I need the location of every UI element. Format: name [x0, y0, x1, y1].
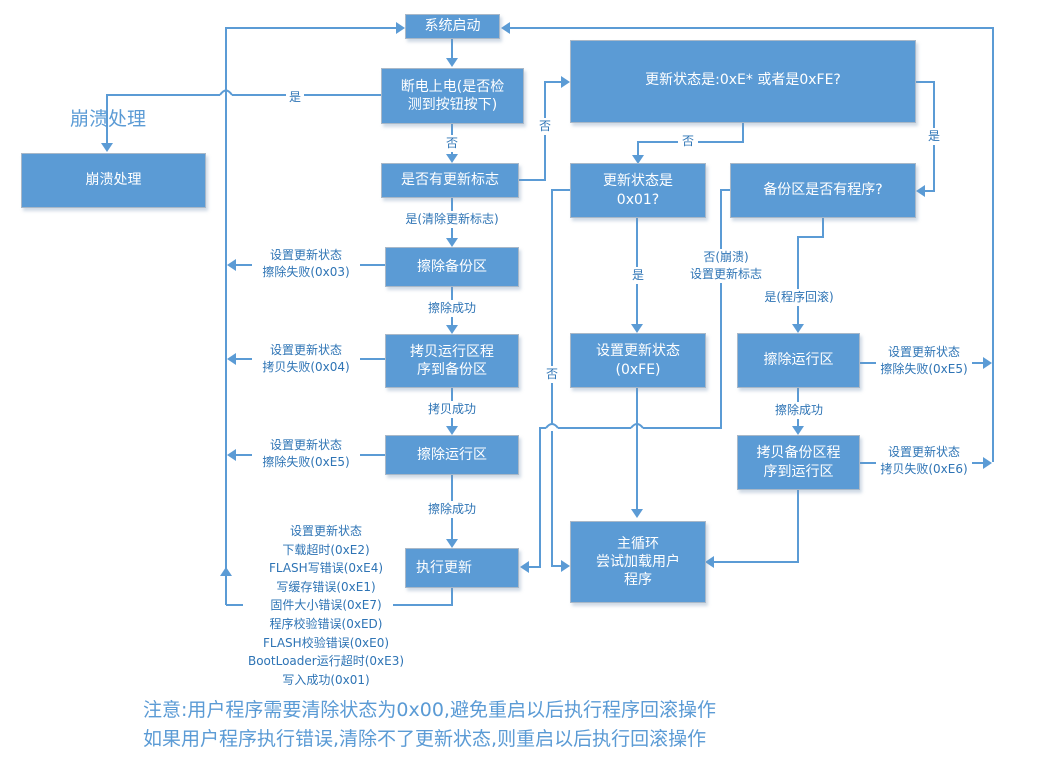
arrowhead	[101, 143, 113, 152]
note-line-2: 如果用户程序执行错误,清除不了更新状态,则重启以后执行回滚操作	[143, 728, 707, 750]
node-label: 执行更新	[416, 559, 472, 576]
edge-copy-to-main	[713, 490, 799, 563]
node-label: 断电上电(是否检 测到按钮按下)	[400, 78, 505, 113]
label-no-power: 否	[444, 135, 460, 153]
node-has-update-flag[interactable]: 是否有更新标志	[381, 163, 519, 198]
node-label: 更新状态是 0x01?	[603, 173, 673, 208]
arrowhead	[983, 457, 992, 469]
node-label: 擦除备份区	[417, 258, 487, 275]
label-update-results: 设置更新状态 下载超时(0xE2) FLASH写错误(0xE4) 写缓存错误(0…	[247, 524, 405, 687]
arrowhead	[520, 561, 529, 573]
node-main-loop[interactable]: 主循环 尝试加载用户 程序	[570, 521, 706, 603]
arrowhead	[227, 259, 236, 271]
node-label: 擦除运行区	[763, 352, 834, 369]
node-power-cycle-check[interactable]: 断电上电(是否检 测到按钮按下)	[381, 68, 524, 124]
label-fail-erase-run-right: 设置更新状态 擦除失败(0xE5)	[876, 344, 972, 379]
edge-backup-yes	[797, 217, 824, 326]
label-fail-copy-to-run: 设置更新状态 拷贝失败(0xE6)	[876, 444, 972, 479]
node-system-start[interactable]: 系统启动	[405, 14, 500, 39]
line-hop	[545, 423, 559, 429]
edge-backup-no	[643, 189, 730, 429]
node-set-status-fe[interactable]: 设置更新状态 (0xFE)	[570, 333, 706, 388]
arrowhead	[705, 556, 714, 568]
node-erase-run-right[interactable]: 擦除运行区	[737, 333, 860, 388]
edge-right-bus	[508, 27, 994, 462]
label-no-backup-crash: 否(崩溃) 设置更新标志	[682, 249, 770, 284]
node-copy-backup-to-run[interactable]: 拷贝备份区程 序到运行区	[737, 435, 860, 490]
line-hop	[630, 423, 644, 429]
arrowhead	[983, 357, 992, 369]
arrowhead	[227, 353, 236, 365]
node-label: 设置更新状态 (0xFE)	[596, 343, 680, 378]
label-fail-copy-backup: 设置更新状态 拷贝失败(0x04)	[252, 342, 360, 377]
edge-exec-result	[393, 588, 453, 606]
node-label: 崩溃处理	[85, 172, 142, 189]
node-label: 主循环 尝试加载用户 程序	[596, 535, 680, 589]
arrowhead	[446, 154, 458, 163]
node-crash-handling[interactable]: 崩溃处理	[21, 153, 206, 208]
label-fail-erase-backup: 设置更新状态 擦除失败(0x03)	[252, 247, 360, 282]
edge-backup-no-3	[528, 427, 546, 568]
arrowhead	[446, 58, 458, 67]
node-backup-has-program[interactable]: 备份区是否有程序?	[730, 163, 916, 218]
label-yes-crash: 是	[286, 89, 304, 107]
crash-handling-title: 崩溃处理	[70, 108, 147, 130]
arrowhead	[220, 567, 232, 576]
label-no-flag: 否	[536, 118, 554, 136]
node-label: 是否有更新标志	[401, 172, 499, 189]
arrowhead	[396, 22, 405, 34]
label-yes-clear-flag: 是(清除更新标志)	[390, 211, 514, 229]
node-label: 备份区是否有程序?	[763, 182, 883, 199]
node-status-e-or-fe[interactable]: 更新状态是:0xE* 或者是0xFE?	[570, 40, 916, 123]
arrowhead	[227, 449, 236, 461]
node-erase-backup[interactable]: 擦除备份区	[385, 247, 519, 287]
label-yes-status-01: 是	[629, 267, 647, 285]
node-status-is-01[interactable]: 更新状态是 0x01?	[570, 163, 706, 218]
label-no-status-e: 否	[678, 133, 698, 151]
label-fail-erase-run-left: 设置更新状态 擦除失败(0xE5)	[252, 437, 360, 472]
arrowhead	[446, 426, 458, 435]
edge-left-bus	[225, 27, 398, 605]
arrowhead	[561, 560, 570, 572]
edge-status01-no	[551, 189, 570, 425]
arrowhead	[632, 155, 644, 164]
label-erase-success-3: 擦除成功	[767, 402, 831, 420]
arrowhead	[561, 76, 570, 88]
label-erase-success-1: 擦除成功	[420, 300, 484, 318]
arrowhead	[446, 539, 458, 548]
node-label: 擦除运行区	[417, 446, 487, 463]
node-label: 更新状态是:0xE* 或者是0xFE?	[645, 72, 841, 88]
arrowhead	[501, 22, 510, 34]
arrowhead	[631, 509, 643, 518]
node-label: 拷贝备份区程 序到运行区	[756, 445, 841, 480]
label-no-status-01: 否	[543, 366, 561, 384]
note-line-1: 注意:用户程序需要清除状态为0x00,避免重启以后执行程序回滚操作	[143, 699, 716, 721]
arrowhead	[446, 325, 458, 334]
node-execute-update[interactable]: 执行更新	[405, 548, 519, 588]
arrowhead	[916, 185, 925, 197]
node-copy-run-to-backup[interactable]: 拷贝运行区程 序到备份区	[385, 334, 519, 388]
arrowhead	[792, 324, 804, 333]
arrowhead	[631, 324, 643, 333]
node-erase-run-left[interactable]: 擦除运行区	[385, 435, 519, 475]
edge-power-to-crash-2	[106, 94, 220, 145]
arrowhead	[446, 238, 458, 247]
label-copy-success: 拷贝成功	[420, 401, 484, 419]
label-erase-success-2: 擦除成功	[420, 501, 484, 519]
label-yes-rollback: 是(程序回滚)	[757, 289, 841, 307]
edge-status01-no-2	[551, 431, 563, 567]
node-label: 系统启动	[424, 18, 481, 35]
label-yes-status-e: 是	[925, 128, 943, 146]
node-label: 拷贝运行区程 序到备份区	[410, 343, 494, 378]
arrowhead	[792, 426, 804, 435]
